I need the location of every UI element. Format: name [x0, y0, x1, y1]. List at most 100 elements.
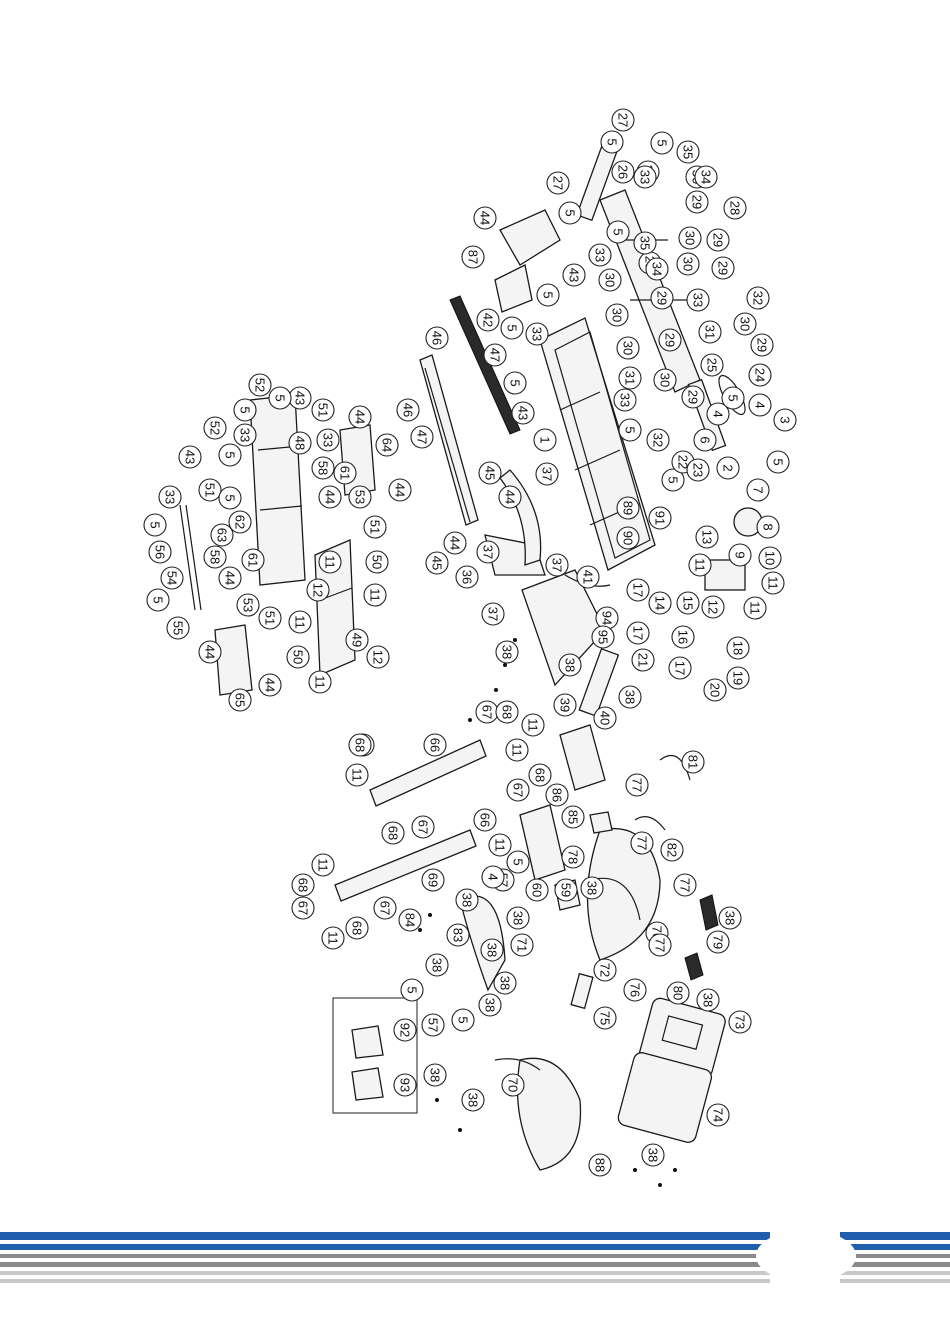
lift-frame [314, 539, 356, 676]
callout-circle [476, 308, 500, 332]
callout-label: 44 [448, 536, 463, 550]
callout-38: 38 [493, 971, 517, 995]
callout-5: 5 [536, 283, 560, 307]
callout-label: 2 [721, 464, 736, 471]
callout-44: 44 [318, 485, 342, 509]
callout-label: 11 [766, 576, 781, 590]
callout-label: 78 [566, 850, 581, 864]
callout-label: 43 [567, 268, 582, 282]
callout-circle [528, 763, 552, 787]
callout-label: 3 [778, 416, 793, 423]
callout-77: 77 [673, 873, 697, 897]
callout-circle [646, 428, 670, 452]
callout-circle [648, 506, 672, 530]
callout-38: 38 [580, 876, 604, 900]
callout-circle [345, 628, 369, 652]
callout-circle [623, 978, 647, 1002]
callout-circle [723, 196, 747, 220]
callout-circle [461, 245, 485, 269]
callout-label: 21 [636, 653, 651, 667]
callout-circle [288, 610, 312, 634]
callout-circle [561, 845, 585, 869]
callout-58: 58 [311, 456, 335, 480]
callout-circle [554, 878, 578, 902]
callout-circle [158, 485, 182, 509]
callout-label: 38 [485, 943, 500, 957]
screw-group [418, 638, 677, 1187]
callout-circle [258, 673, 282, 697]
callout-circle [478, 993, 502, 1017]
callout-circle [598, 268, 622, 292]
callout-55: 55 [166, 616, 190, 640]
callout-43: 43 [178, 445, 202, 469]
callout-label: 68 [353, 738, 368, 752]
callout-label: 29 [755, 338, 770, 352]
callout-label: 29 [655, 291, 670, 305]
callout-label: 32 [651, 433, 666, 447]
callout-34: 34 [645, 257, 669, 281]
callout-circle [316, 428, 340, 452]
callout-label: 59 [559, 883, 574, 897]
callout-circle [455, 888, 479, 912]
callout-37: 37 [535, 462, 559, 486]
callout-label: 7 [751, 486, 766, 493]
callout-57: 57 [421, 1013, 445, 1037]
callout-label: 66 [428, 738, 443, 752]
callout-65: 65 [228, 688, 252, 712]
callout-label: 5 [405, 986, 420, 993]
callout-label: 5 [541, 291, 556, 298]
callout-86: 86 [545, 783, 569, 807]
callout-label: 35 [638, 236, 653, 250]
callout-68: 68 [381, 821, 405, 845]
callout-27: 27 [611, 108, 635, 132]
callout-label: 74 [711, 1108, 726, 1122]
callout-label: 33 [163, 490, 178, 504]
callout-circle [410, 425, 434, 449]
callout-circle [521, 713, 545, 737]
callout-12: 12 [366, 645, 390, 669]
callout-circle [510, 933, 534, 957]
callout-circle [481, 865, 505, 889]
callout-4: 4 [748, 393, 772, 417]
callout-label: 69 [426, 873, 441, 887]
callout-circle [648, 933, 672, 957]
callout-29: 29 [681, 385, 705, 409]
callout-5: 5 [143, 513, 167, 537]
callout-circle [178, 445, 202, 469]
callout-25: 25 [700, 353, 724, 377]
callout-5: 5 [600, 130, 624, 154]
callout-11: 11 [505, 738, 529, 762]
callout-label: 37 [486, 607, 501, 621]
callout-4: 4 [481, 865, 505, 889]
callout-circle [236, 593, 260, 617]
callout-label: 44 [478, 211, 493, 225]
callout-circle [748, 393, 772, 417]
callout-circle [473, 206, 497, 230]
callout-78: 78 [561, 845, 585, 869]
handrail-60 [519, 804, 566, 881]
callout-label: 86 [550, 788, 565, 802]
callout-5: 5 [618, 418, 642, 442]
callout-circle [291, 896, 315, 920]
callout-circle [626, 578, 650, 602]
callout-label: 38 [563, 658, 578, 672]
callout-71: 71 [510, 933, 534, 957]
callout-2: 2 [716, 456, 740, 480]
callout-label: 58 [208, 550, 223, 564]
callout-label: 8 [761, 523, 776, 530]
callout-label: 11 [293, 615, 308, 629]
callout-84: 84 [398, 908, 422, 932]
upright-crossbar [499, 209, 561, 266]
callout-circle [288, 431, 312, 455]
callout-circle [511, 401, 535, 425]
callout-circle [676, 252, 700, 276]
callout-circle [746, 478, 770, 502]
callout-60: 60 [525, 878, 549, 902]
callout-79: 79 [706, 930, 730, 954]
callout-53: 53 [348, 485, 372, 509]
callout-label: 89 [621, 501, 636, 515]
callout-56: 56 [148, 540, 172, 564]
callout-77: 77 [648, 933, 672, 957]
callout-80: 80 [666, 981, 690, 1005]
callout-circle [668, 656, 692, 680]
